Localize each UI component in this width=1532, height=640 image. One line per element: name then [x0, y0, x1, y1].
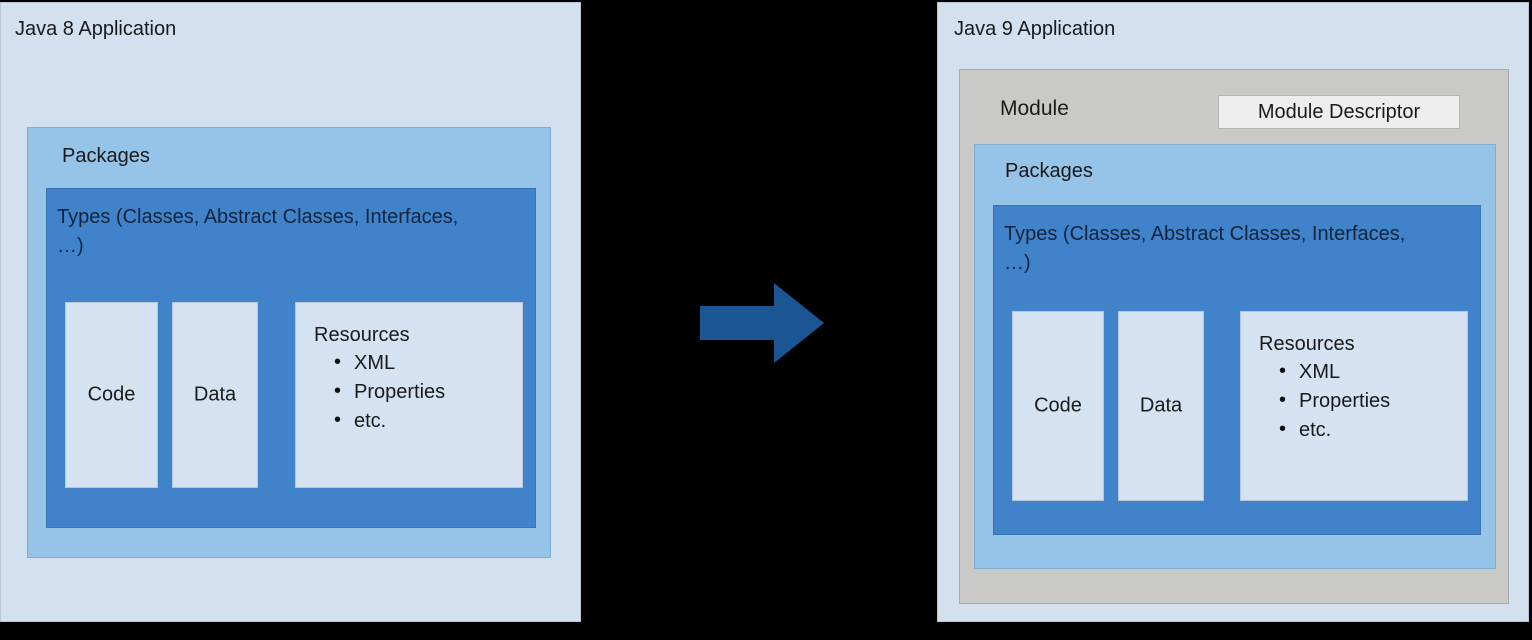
- java8-application-panel: Java 8 Application Packages Types (Class…: [0, 2, 581, 622]
- java8-data-label: Data: [193, 383, 237, 406]
- java8-code-label: Code: [87, 383, 136, 406]
- java8-resources-box: Resources XML Properties etc.: [295, 302, 523, 488]
- java8-resources-list: XML Properties etc.: [326, 348, 445, 436]
- java9-types-box: Types (Classes, Abstract Classes, Interf…: [993, 205, 1481, 535]
- java9-code-label: Code: [1034, 394, 1082, 417]
- java9-types-label: Types (Classes, Abstract Classes, Interf…: [1004, 223, 1406, 274]
- list-item: XML: [1279, 357, 1390, 387]
- java9-data-box: Data: [1118, 311, 1204, 501]
- java9-resources-list: XML Properties etc.: [1271, 357, 1390, 445]
- java8-types-box: Types (Classes, Abstract Classes, Interf…: [46, 188, 536, 528]
- java8-code-box: Code: [65, 302, 158, 488]
- java8-types-label: Types (Classes, Abstract Classes, Interf…: [57, 206, 459, 257]
- java8-resources-label: Resources: [314, 324, 410, 346]
- list-item: Properties: [334, 377, 445, 407]
- java8-data-box: Data: [172, 302, 258, 488]
- java9-application-title: Java 9 Application: [954, 18, 1116, 40]
- right-arrow-icon: [700, 283, 824, 363]
- java9-packages-label: Packages: [1005, 160, 1093, 182]
- java9-module-descriptor-box: Module Descriptor: [1218, 95, 1460, 129]
- java9-module-label: Module: [1000, 97, 1069, 120]
- java8-packages-label: Packages: [62, 145, 150, 167]
- java8-packages-box: Packages Types (Classes, Abstract Classe…: [27, 127, 551, 558]
- java9-packages-box: Packages Types (Classes, Abstract Classe…: [974, 144, 1496, 569]
- list-item: Properties: [1279, 386, 1390, 416]
- list-item: etc.: [334, 406, 445, 436]
- java9-module-box: Module Module Descriptor Packages Types …: [959, 69, 1509, 604]
- java9-data-label: Data: [1139, 394, 1183, 417]
- list-item: XML: [334, 348, 445, 378]
- java9-code-box: Code: [1012, 311, 1104, 501]
- list-item: etc.: [1279, 415, 1390, 445]
- java9-application-panel: Java 9 Application Module Module Descrip…: [937, 2, 1529, 622]
- java9-resources-box: Resources XML Properties etc.: [1240, 311, 1468, 501]
- java8-application-title: Java 8 Application: [15, 18, 177, 40]
- java9-resources-label: Resources: [1259, 333, 1355, 355]
